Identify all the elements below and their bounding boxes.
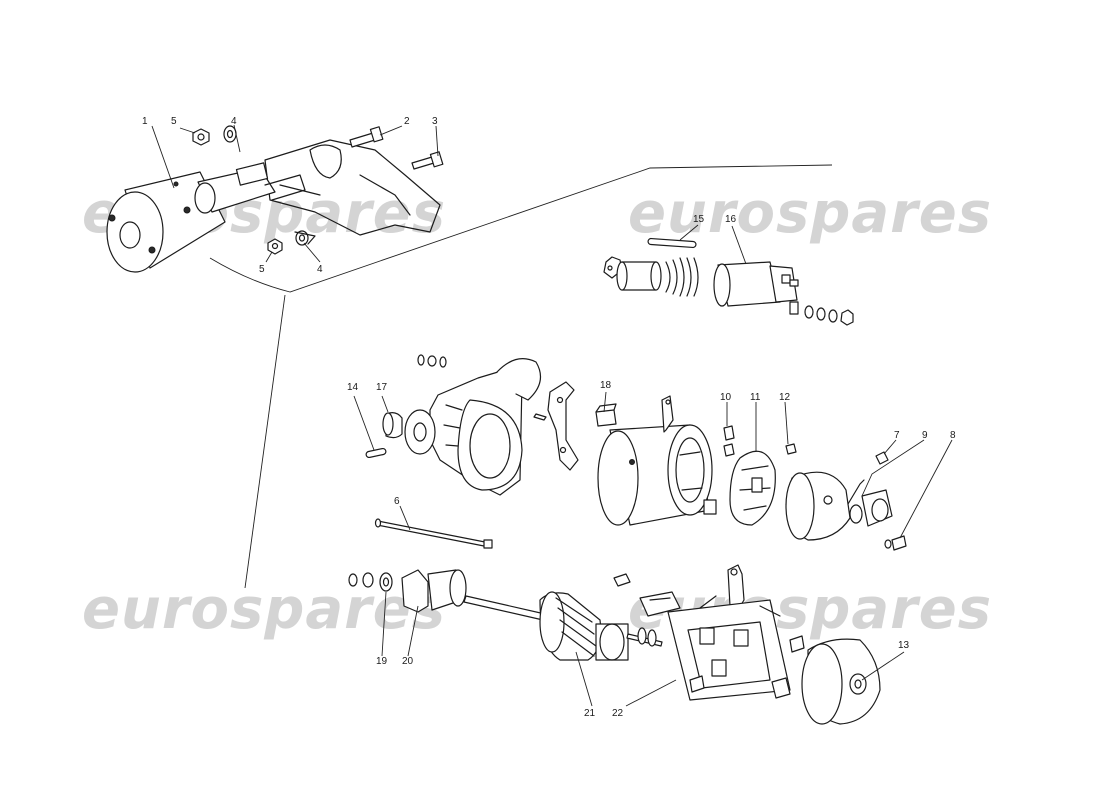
callout-5-lower: 5 (259, 264, 265, 275)
callout-4-upper: 4 (231, 116, 237, 127)
callout-17: 17 (376, 382, 388, 393)
callout-20: 20 (402, 656, 414, 667)
solenoid-group (603, 237, 854, 326)
armature-drive-group (348, 564, 881, 725)
callout-13: 13 (898, 640, 910, 651)
callout-22: 22 (612, 708, 624, 719)
through-bolt (374, 518, 493, 549)
drive-end-housing-group (365, 354, 617, 496)
detail-connector-lines (209, 164, 833, 589)
callout-8: 8 (950, 430, 956, 441)
callout-12: 12 (779, 392, 791, 403)
callout-7: 7 (894, 430, 900, 441)
watermark-group: eurospares eurospares eurospares eurospa… (82, 181, 992, 642)
callout-1: 1 (142, 116, 148, 127)
callout-19: 19 (376, 656, 388, 667)
callout-15: 15 (693, 214, 705, 225)
callout-3: 3 (432, 116, 438, 127)
callout-5-upper: 5 (171, 116, 177, 127)
callout-14: 14 (347, 382, 359, 393)
mounting-hardware-top (192, 125, 444, 255)
callout-labels: 1 2 3 4 4 5 5 6 7 8 9 10 11 12 13 14 15 … (142, 116, 956, 719)
leader-lines (151, 124, 953, 707)
callout-16: 16 (725, 214, 737, 225)
callout-10: 10 (720, 392, 732, 403)
callout-6: 6 (394, 496, 400, 507)
callout-4-lower: 4 (317, 264, 323, 275)
callout-9: 9 (922, 430, 928, 441)
assembled-starter-motor (106, 139, 441, 273)
callout-18: 18 (600, 380, 612, 391)
callout-11: 11 (750, 392, 761, 403)
callout-21: 21 (584, 708, 596, 719)
yoke-brush-group (597, 395, 907, 551)
callout-2: 2 (404, 116, 410, 127)
watermark-top-right: eurospares (628, 181, 992, 246)
